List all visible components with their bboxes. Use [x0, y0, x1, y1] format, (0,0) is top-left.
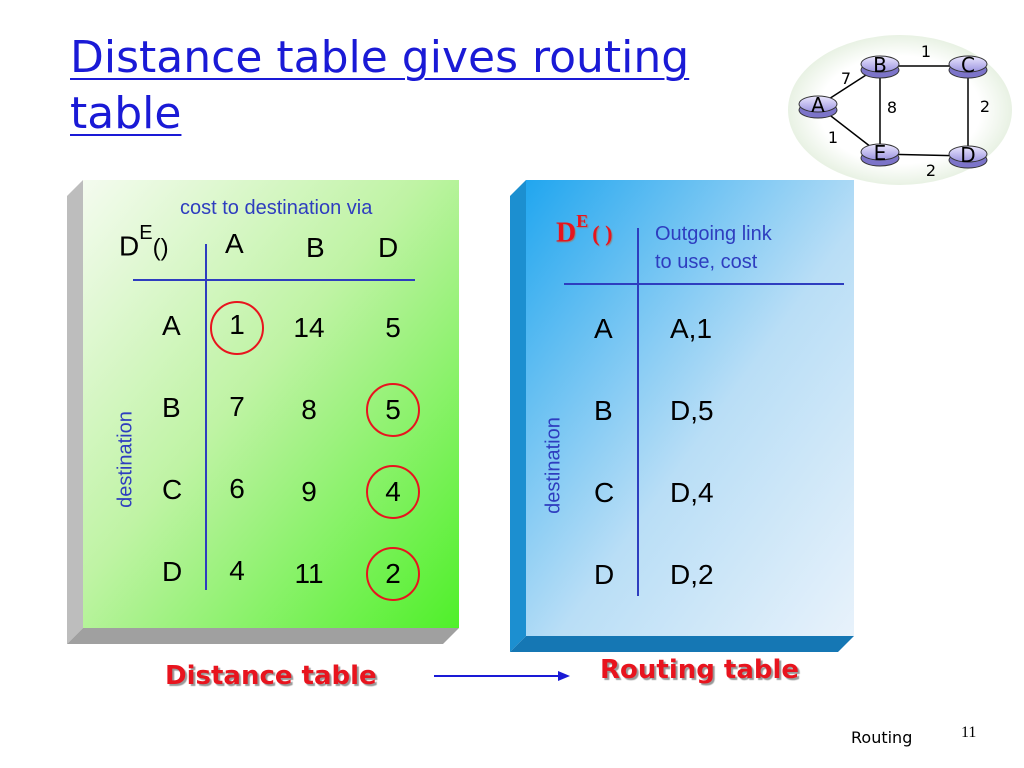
footer-label: Routing [851, 728, 913, 747]
distance-cell: 5 [385, 394, 401, 425]
link-cost-b-c: 1 [921, 42, 931, 61]
link-cost-c-d: 2 [980, 97, 990, 116]
distance-row-dest-d: D [162, 556, 183, 587]
distance-cell: 9 [301, 476, 317, 507]
router-label-c: C [961, 53, 975, 77]
router-node-a: A [798, 93, 838, 119]
router-node-d: D [948, 143, 988, 169]
blue-panel-bg [510, 180, 854, 652]
router-label-b: B [873, 53, 887, 77]
selected-cost-circle [210, 301, 264, 355]
arrow-distance-to-routing [434, 671, 570, 681]
distance-side-label: destination [114, 411, 137, 508]
distance-table-caption: cost to destination via [180, 197, 373, 219]
routing-row-dest-c: C [594, 477, 615, 508]
router-label-e: E [874, 141, 887, 165]
routing-side-label: destination [542, 417, 565, 514]
distance-row-dest-b: B [162, 392, 181, 423]
routing-row-link-cost: D,2 [670, 559, 714, 590]
slide-title: Distance table gives routing table [70, 32, 690, 139]
link-cost-a-b: 7 [841, 69, 851, 88]
distance-cell: 4 [385, 476, 401, 507]
selected-cost-circle [366, 547, 420, 601]
rt-label-paren: ( ) [592, 221, 613, 247]
distance-cell: 6 [229, 473, 245, 504]
link-cost-b-e: 8 [887, 98, 897, 117]
network-diagram: A B C D E 7 1 8 2 1 2 [788, 35, 1012, 185]
distance-cell: 8 [301, 394, 317, 425]
router-node-b: B [860, 53, 900, 79]
routing-row-dest-b: B [594, 395, 613, 426]
selected-cost-circle [366, 465, 420, 519]
label-paren: () [152, 234, 169, 262]
link-cost-e-d: 2 [926, 161, 936, 180]
via-header-a: A [225, 228, 244, 259]
routing-row-link-cost: A,1 [670, 313, 713, 344]
router-node-e: E [860, 141, 900, 167]
rt-label-main: D [556, 217, 577, 249]
rt-label-sup: E [576, 211, 589, 231]
caption-line-2: to use, cost [655, 251, 758, 273]
distance-cell: 4 [229, 555, 245, 586]
distance-table-name: Distance table [165, 661, 377, 691]
distance-cell: 14 [293, 312, 325, 343]
via-header-b: B [306, 232, 325, 263]
label-main: D [119, 230, 140, 262]
router-label-a: A [811, 93, 825, 117]
distance-row-dest-c: C [162, 474, 183, 505]
distance-table-label: DE() [119, 222, 169, 262]
via-header-d: D [378, 232, 399, 263]
routing-row-dest-a: A [594, 313, 613, 344]
distance-cell: 11 [294, 558, 324, 589]
routing-table-name: Routing table [600, 655, 800, 685]
router-node-c: C [948, 53, 988, 79]
page-number: 11 [961, 724, 977, 741]
distance-cell: 7 [229, 391, 245, 422]
distance-cell: 2 [385, 558, 401, 589]
routing-row-dest-d: D [594, 559, 615, 590]
routing-table-caption: Outgoing link to use, cost [655, 220, 772, 276]
caption-line-1: Outgoing link [655, 223, 772, 245]
routing-table-panel [510, 180, 854, 652]
distance-row-dest-a: A [162, 310, 181, 341]
label-sup: E [139, 222, 153, 244]
link-cost-a-e: 1 [828, 128, 838, 147]
selected-cost-circle [366, 383, 420, 437]
routing-table-label: DE( ) [556, 211, 613, 249]
routing-row-link-cost: D,4 [670, 477, 714, 508]
distance-cell: 5 [385, 312, 401, 343]
routing-row-link-cost: D,5 [670, 395, 714, 426]
distance-cell: 1 [229, 309, 245, 340]
router-label-d: D [960, 143, 975, 167]
